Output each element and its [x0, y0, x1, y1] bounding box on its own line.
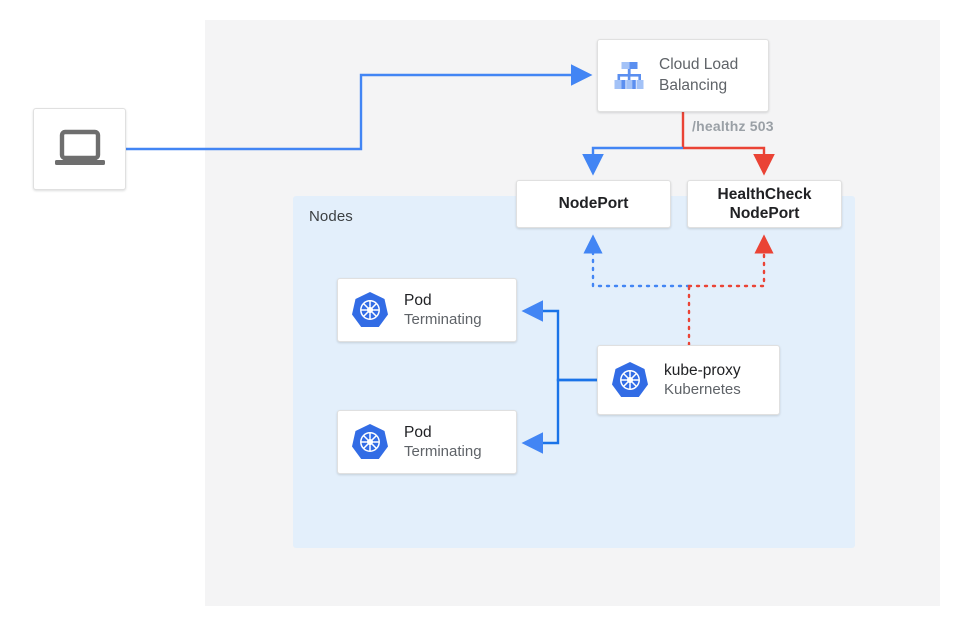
- kubernetes-icon: [352, 424, 388, 459]
- cloud-load-balancing-card[interactable]: Cloud Load Balancing: [597, 39, 769, 112]
- nodeport-label-line1: NodePort: [558, 195, 629, 213]
- cloud-load-balancing-label-line1: Cloud Load: [659, 55, 739, 73]
- kubernetes-icon: [352, 292, 388, 327]
- kube-proxy-text: kube-proxy Kubernetes: [664, 361, 741, 400]
- nodeport-card[interactable]: NodePort: [516, 180, 671, 228]
- cloud-load-balancing-label-line2: Balancing: [659, 76, 728, 94]
- nodeport-label: NodePort: [559, 194, 629, 213]
- pod-status: Terminating: [404, 310, 482, 328]
- kube-proxy-title: kube-proxy: [664, 361, 741, 379]
- pod-title: Pod: [404, 291, 432, 309]
- kube-proxy-subtitle: Kubernetes: [664, 380, 741, 398]
- pod-status: Terminating: [404, 442, 482, 460]
- healthcheck-nodeport-card[interactable]: HealthCheck NodePort: [687, 180, 842, 228]
- cloud-load-balancing-icon: [614, 61, 644, 89]
- pod-title: Pod: [404, 423, 432, 441]
- pod-text: Pod Terminating: [404, 423, 482, 462]
- pod-card[interactable]: Pod Terminating: [337, 278, 517, 342]
- pod-text: Pod Terminating: [404, 291, 482, 330]
- healthcheck-nodeport-label-line1: HealthCheck: [717, 185, 812, 203]
- client-device-card[interactable]: [33, 108, 126, 190]
- laptop-icon: [54, 129, 105, 165]
- pod-card[interactable]: Pod Terminating: [337, 410, 517, 474]
- cloud-load-balancing-label: Cloud Load Balancing: [659, 55, 738, 96]
- healthcheck-nodeport-label-line2: NodePort: [729, 205, 800, 222]
- healthcheck-nodeport-label: HealthCheck NodePort: [718, 185, 812, 224]
- kubernetes-icon: [612, 362, 648, 397]
- kube-proxy-card[interactable]: kube-proxy Kubernetes: [597, 345, 780, 415]
- nodes-panel-label: Nodes: [309, 208, 353, 225]
- healthz-status-label: /healthz 503: [692, 118, 774, 134]
